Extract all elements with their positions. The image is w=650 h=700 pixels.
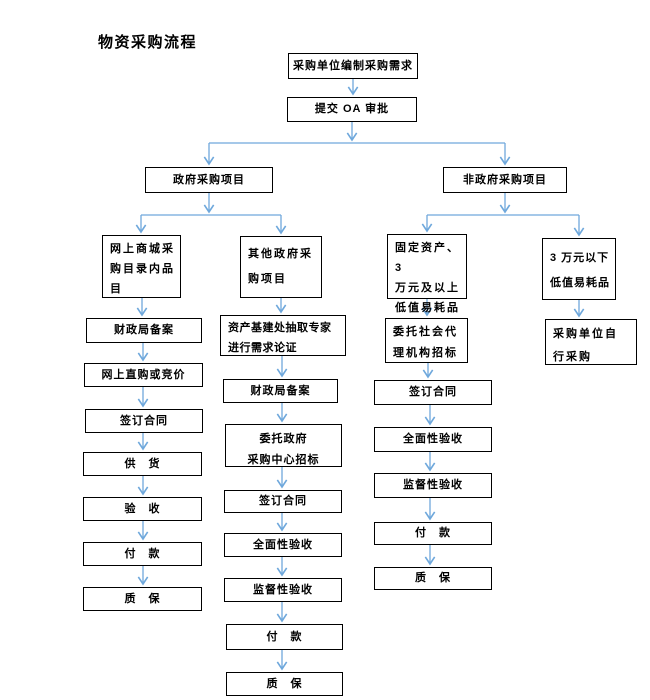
node-oa-approval: 提交 OA 审批 bbox=[287, 97, 417, 122]
node-sign-contract-3: 签订合同 bbox=[374, 380, 492, 405]
node-sign-contract-1: 签订合同 bbox=[85, 409, 203, 433]
node-self-procurement: 采购单位自 行采购 bbox=[545, 319, 637, 365]
node-payment-2: 付 款 bbox=[226, 624, 343, 650]
node-other-gov-projects: 其他政府采 购项目 bbox=[240, 236, 322, 298]
node-non-gov-procurement: 非政府采购项目 bbox=[443, 167, 567, 193]
node-warranty-3: 质 保 bbox=[374, 567, 492, 590]
node-payment-3: 付 款 bbox=[374, 522, 492, 545]
node-compile-requirements: 采购单位编制采购需求 bbox=[288, 53, 418, 79]
node-supervisory-acceptance-3: 监督性验收 bbox=[374, 473, 492, 498]
node-finance-bureau-filing-1: 财政局备案 bbox=[86, 318, 202, 343]
page-title: 物资采购流程 bbox=[98, 34, 198, 51]
node-finance-bureau-filing-2: 财政局备案 bbox=[223, 379, 338, 403]
node-under-30k-consumables: 3 万元以下 低值易耗品 bbox=[542, 238, 616, 300]
node-sign-contract-2: 签订合同 bbox=[224, 490, 342, 513]
node-fixed-assets-over-30k: 固定资产、3 万元及以上 低值易耗品 bbox=[387, 234, 467, 314]
node-supervisory-acceptance-2: 监督性验收 bbox=[224, 578, 342, 602]
node-expert-demonstration: 资产基建处抽取专家 进行需求论证 bbox=[220, 315, 346, 356]
node-comprehensive-acceptance-3: 全面性验收 bbox=[374, 427, 492, 452]
node-agency-tender: 委托社会代 理机构招标 bbox=[385, 318, 468, 363]
node-gov-procurement: 政府采购项目 bbox=[145, 167, 273, 193]
node-supply-goods: 供 货 bbox=[83, 452, 202, 476]
node-warranty-2: 质 保 bbox=[226, 672, 343, 696]
node-online-mall-catalog: 网上商城采 购目录内品 目 bbox=[102, 235, 181, 298]
node-acceptance: 验 收 bbox=[83, 497, 202, 521]
node-comprehensive-acceptance-2: 全面性验收 bbox=[224, 533, 342, 557]
node-online-purchase-or-bidding: 网上直购或竞价 bbox=[84, 363, 203, 387]
node-payment-1: 付 款 bbox=[83, 542, 202, 566]
node-warranty-1: 质 保 bbox=[83, 587, 202, 611]
node-gov-center-tender: 委托政府 采购中心招标 bbox=[225, 424, 342, 467]
